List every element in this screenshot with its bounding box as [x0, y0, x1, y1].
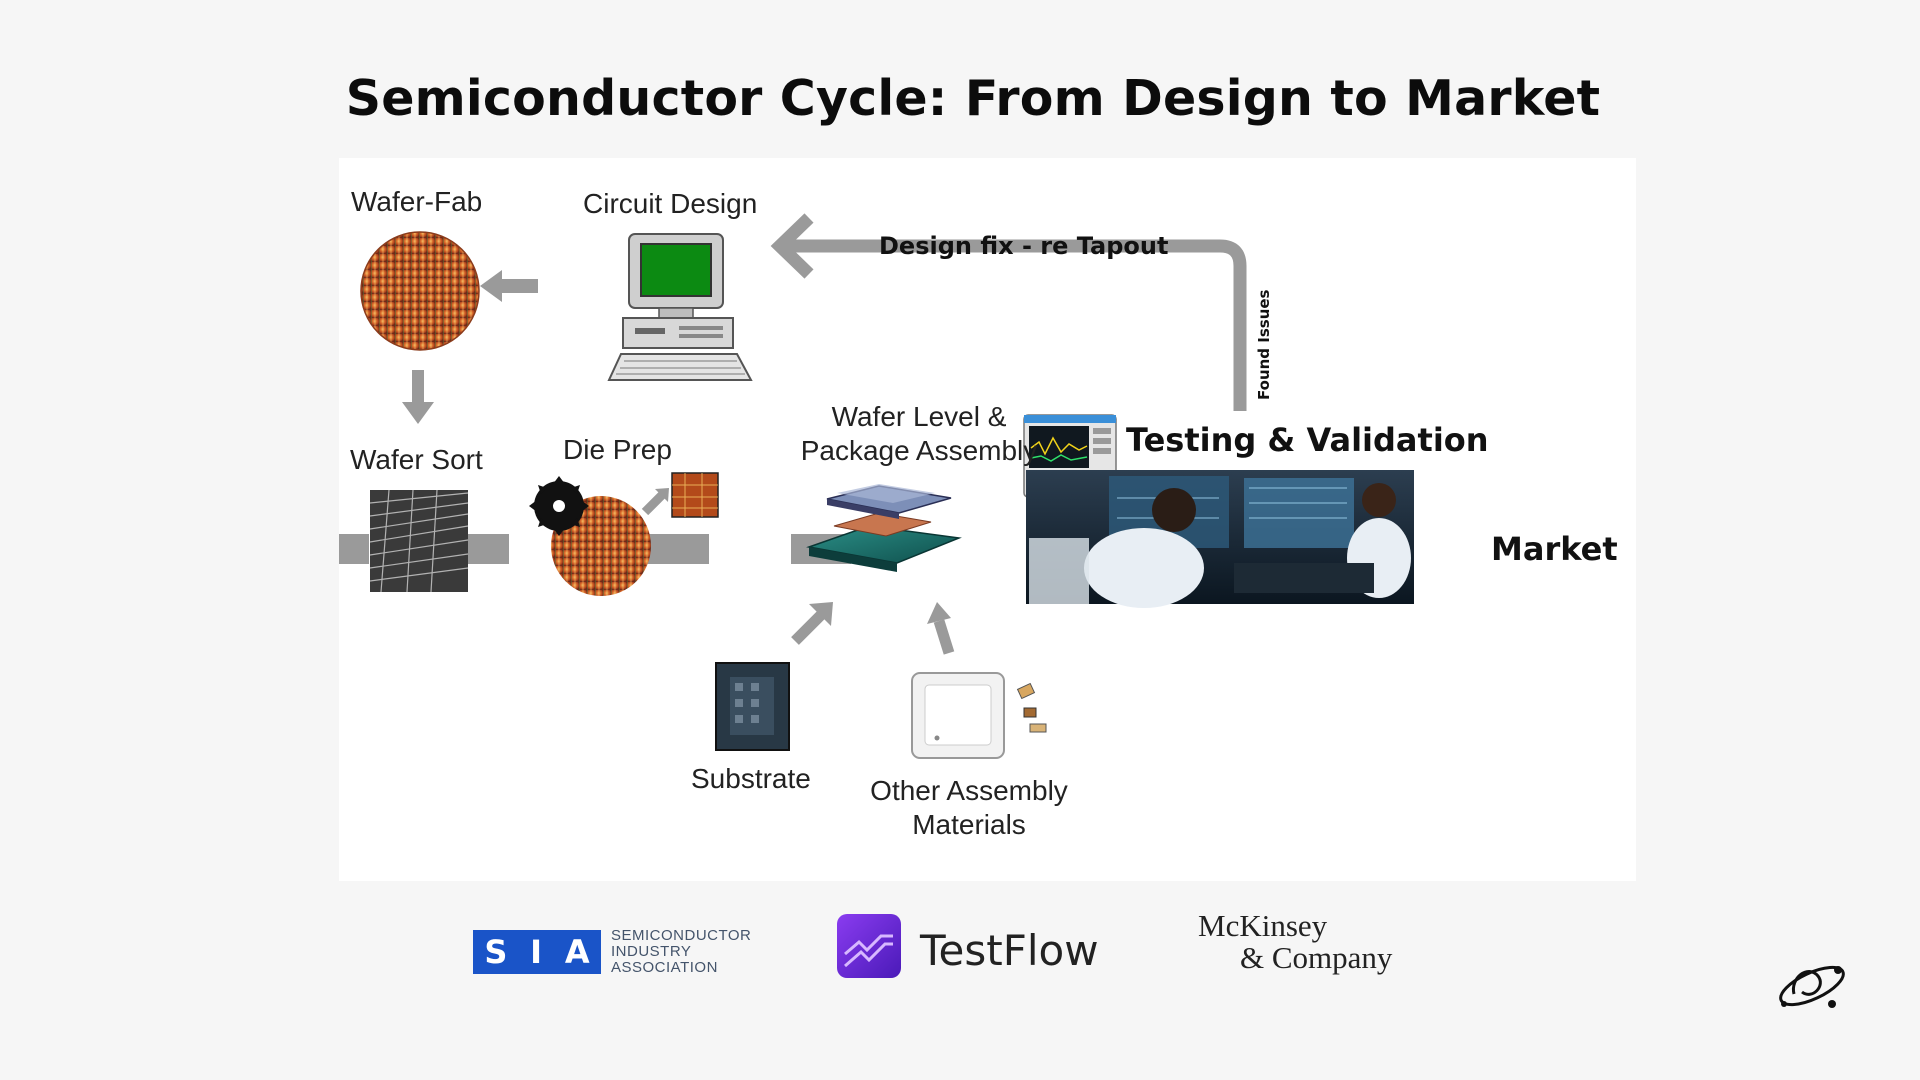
label-wafer-level-assembly: Wafer Level & Package Assembly: [744, 400, 1094, 468]
arrow-design-to-fab: [480, 270, 538, 302]
label-design-fix: Design fix - re Tapout: [879, 232, 1169, 260]
diagram-graphics: [339, 213, 1414, 759]
label-testing-validation: Testing & Validation: [1126, 421, 1489, 459]
wafer-fab-image: [360, 231, 480, 351]
arrow-die-to-chip: [641, 488, 669, 516]
testflow-logo-icon: [837, 914, 901, 978]
testflow-wordmark: TestFlow: [920, 926, 1099, 975]
sia-wordmark: SEMICONDUCTOR INDUSTRY ASSOCIATION: [611, 928, 751, 976]
corner-brand-icon: [1779, 965, 1845, 1008]
package-assembly-image: [806, 484, 962, 572]
logo-row: S I A SEMICONDUCTOR INDUSTRY ASSOCIATION…: [0, 910, 1920, 1020]
label-die-prep: Die Prep: [563, 434, 672, 465]
sia-logo: S I A: [473, 930, 601, 974]
die-chip-image: [671, 472, 719, 518]
label-wafer-sort: Wafer Sort: [350, 444, 483, 475]
label-found-issues: Found Issues: [1255, 289, 1273, 400]
saw-blade-icon: [529, 476, 589, 536]
label-circuit-design: Circuit Design: [583, 188, 758, 219]
label-other-materials-line1: Other Assembly: [870, 775, 1068, 806]
mckinsey-logo: McKinsey & Company: [1198, 910, 1392, 974]
substrate-image: [715, 662, 790, 751]
testing-lab-photo: [1026, 470, 1414, 608]
computer-icon: [607, 233, 753, 381]
feedback-arrow: [770, 213, 1247, 411]
label-substrate: Substrate: [691, 763, 811, 794]
sia-letter-s: S: [484, 933, 508, 971]
assembly-materials-image: [911, 672, 1047, 759]
sia-letter-a: A: [564, 933, 590, 971]
sia-line-1: SEMICONDUCTOR: [611, 927, 752, 944]
mckinsey-line-1: McKinsey: [1198, 908, 1328, 943]
wafer-sort-image: [369, 489, 469, 593]
arrow-substrate-to-package: [791, 602, 833, 645]
diagram-panel: Wafer-Fab Circuit Design Design fix - re…: [339, 158, 1636, 881]
arrow-fab-to-sort: [402, 370, 434, 424]
sia-letter-i: I: [530, 933, 543, 971]
arrow-materials-to-package: [927, 602, 955, 655]
page-title: Semiconductor Cycle: From Design to Mark…: [345, 70, 1601, 127]
sia-line-3: ASSOCIATION: [611, 959, 718, 976]
sia-line-2: INDUSTRY: [611, 943, 692, 960]
label-wafer-level-line2: Package Assembly: [800, 435, 1038, 466]
label-wafer-level-line1: Wafer Level &: [831, 401, 1007, 432]
label-other-materials: Other Assembly Materials: [859, 774, 1079, 842]
label-other-materials-line2: Materials: [912, 809, 1026, 840]
label-wafer-fab: Wafer-Fab: [351, 186, 483, 217]
mckinsey-line-2: & Company: [1240, 940, 1393, 975]
label-market: Market: [1491, 530, 1618, 568]
